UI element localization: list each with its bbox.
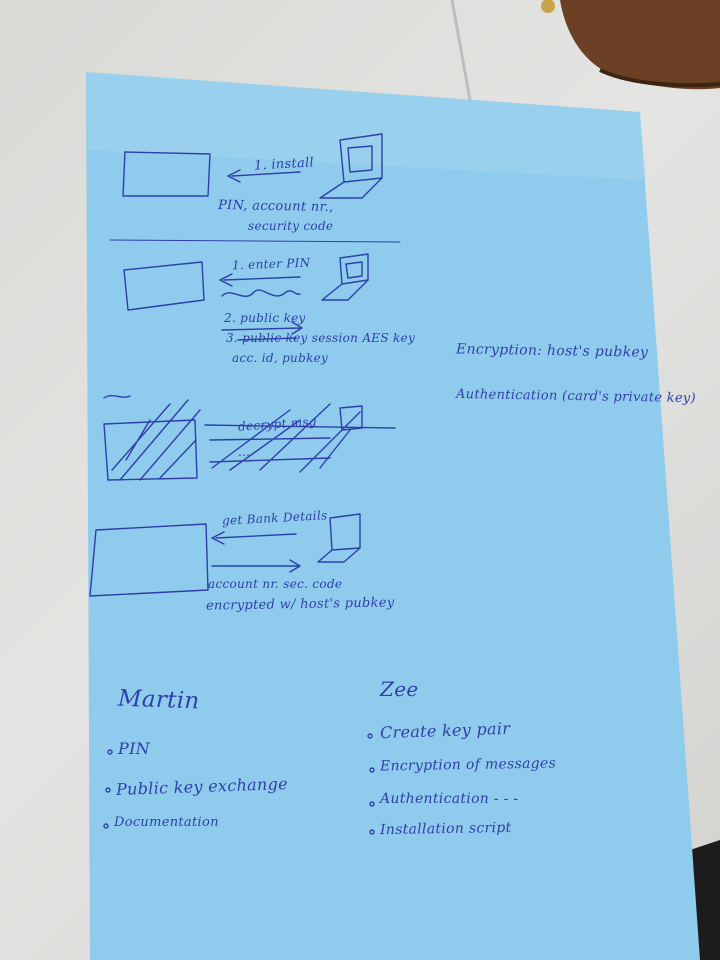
response-arrow	[211, 559, 301, 573]
section-divider	[109, 239, 401, 243]
host-box-2	[123, 261, 205, 311]
enter-pin-arrow	[219, 273, 301, 287]
cross-out-1	[111, 399, 201, 481]
zee-task-3: Authentication - - -	[380, 791, 519, 807]
get-bank-arrow	[211, 531, 297, 545]
strike-through	[237, 337, 297, 341]
card-device-4-base	[317, 547, 361, 563]
pubkey-arrow	[221, 321, 303, 335]
host-box-3	[103, 419, 198, 481]
host-box-1	[122, 151, 211, 197]
paper-sheet	[86, 72, 700, 960]
strap-buckle	[541, 0, 555, 13]
desk-seam	[450, 0, 472, 101]
leather-strap	[520, 0, 720, 90]
public-key-label: 2. public key	[224, 311, 306, 325]
account-sec-code-label: account nr. sec. code	[208, 577, 343, 591]
session-key-label: 3. public key session AES key	[226, 331, 416, 345]
zee-task-4: Installation script	[379, 819, 512, 839]
martin-task-1: PIN	[118, 739, 150, 758]
enter-pin-label: 1. enter PIN	[231, 255, 311, 273]
card-device-2-base	[321, 279, 369, 301]
paper-highlight	[86, 72, 646, 180]
zee-heading: Zee	[380, 677, 419, 701]
martin-task-3: Documentation	[114, 815, 219, 830]
caption-security-code: security code	[248, 219, 334, 233]
install-arrow	[227, 169, 301, 183]
martin-heading: Martin	[117, 685, 200, 715]
crossed-label: …	[238, 445, 251, 459]
bullet-dots	[103, 733, 375, 835]
strap-edge	[599, 68, 720, 88]
cross-out-2	[204, 403, 396, 473]
host-box-4	[89, 523, 209, 597]
caption-pin-account: PIN, account nr.,	[217, 197, 334, 216]
zee-task-2: Encryption of messages	[379, 755, 557, 775]
card-device-1-base	[319, 177, 383, 199]
acc-id-pubkey-label: acc. id, pubkey	[232, 351, 329, 365]
scribble-1	[221, 289, 301, 297]
scribble-2	[103, 395, 131, 399]
